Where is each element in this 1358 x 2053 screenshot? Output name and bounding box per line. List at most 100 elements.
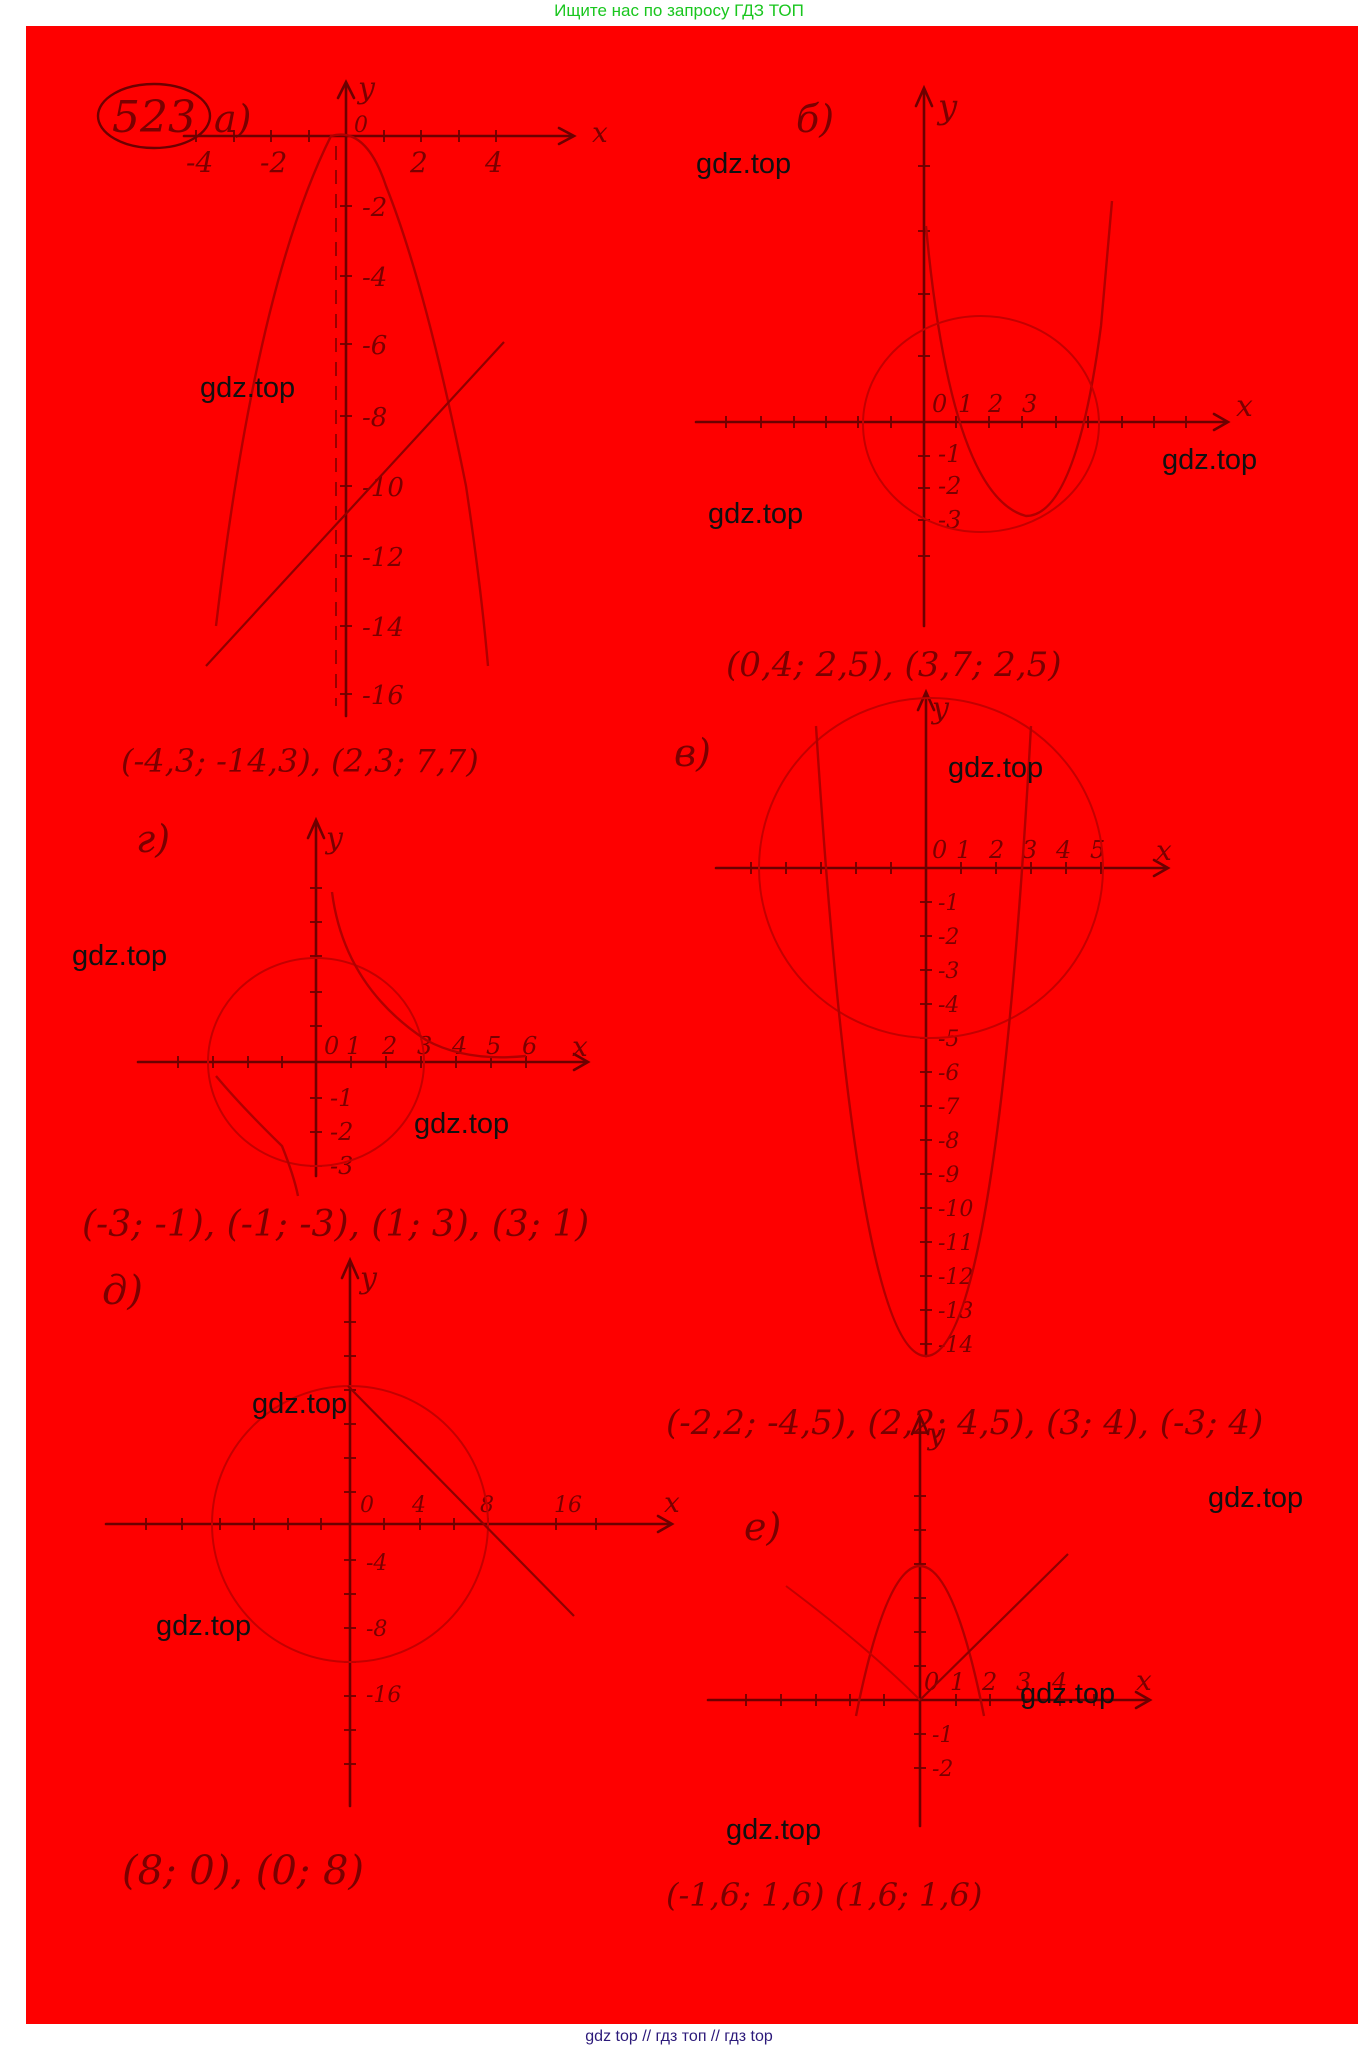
x-tick-b: 3 — [1022, 390, 1037, 418]
y-tick-v: -11 — [938, 1231, 973, 1256]
graphs-drawing: 523 а) x y 0 -4 -2 2 4 -2 -4 — [82, 71, 1263, 1914]
circle-b — [862, 315, 1100, 533]
y-tick-v: -2 — [938, 925, 959, 950]
problem-number-circle — [96, 82, 212, 150]
part-e-label: е) — [744, 1505, 781, 1549]
y-tick-d: -4 — [366, 1551, 387, 1576]
x-tick-e: 4 — [1051, 1668, 1067, 1696]
y-tick-v: -12 — [938, 1265, 973, 1290]
x-tick-v: 0 — [932, 836, 947, 864]
y-tick-b: -2 — [938, 472, 961, 500]
x-tick-g: 0 — [324, 1032, 339, 1060]
circle-v — [758, 697, 1104, 1039]
y-axis-arrow-v — [916, 688, 936, 712]
x-axis-arrow-g — [572, 1052, 591, 1072]
part-g-label: г) — [136, 817, 170, 861]
y-tick-v: -5 — [938, 1027, 959, 1052]
y-tick-a: -6 — [362, 331, 387, 361]
y-tick-a: -14 — [362, 613, 404, 643]
y-tick-e: -2 — [932, 1757, 953, 1782]
part-a-label: а) — [214, 97, 251, 141]
y-tick-a: -16 — [362, 681, 404, 711]
y-tick-a: -12 — [362, 543, 404, 573]
x-tick-e: 0 — [924, 1668, 939, 1696]
y-label-e: y — [926, 1417, 946, 1452]
watermark: gdz.top — [696, 148, 792, 180]
watermark: gdz.top — [156, 1610, 252, 1642]
y-tick-b: -1 — [938, 440, 961, 468]
graph-e: е) x y 0 1 2 3 4 -1 -2 (-1,6 — [666, 1412, 1153, 1914]
x-tick-d: 16 — [554, 1493, 582, 1518]
part-b-label: б) — [796, 97, 834, 141]
x-tick-b: 2 — [987, 390, 1003, 418]
y-tick-v: -4 — [938, 993, 959, 1018]
y-tick-v: -8 — [938, 1129, 959, 1154]
watermark: gdz.top — [948, 752, 1044, 784]
x-tick-d: 0 — [360, 1493, 374, 1518]
x-tick-e: 1 — [950, 1668, 965, 1696]
x-tick-v: 1 — [956, 836, 971, 864]
y-tick-d: -16 — [366, 1683, 401, 1708]
answer-g: (-3; -1), (-1; -3), (1; 3), (3; 1) — [82, 1204, 589, 1245]
x-axis-arrow-b — [1212, 412, 1231, 432]
circle-g — [207, 957, 425, 1167]
x-tick-v: 4 — [1055, 836, 1071, 864]
line-d — [347, 1385, 575, 1617]
graph-a: 523 а) x y 0 -4 -2 2 4 -2 -4 — [96, 71, 608, 780]
x-tick-b: 1 — [958, 390, 973, 418]
answer-v: (-2,2; -4,5), (2,2; 4,5), (3; 4), (-3; 4… — [666, 1403, 1263, 1443]
watermark: gdz.top — [72, 940, 168, 972]
y-tick-e: -1 — [932, 1723, 953, 1748]
watermark: gdz.top — [252, 1388, 348, 1420]
watermark: gdz.top — [1162, 444, 1258, 476]
y-tick-a: -2 — [362, 193, 387, 223]
watermark: gdz.top — [1020, 1678, 1116, 1710]
abs-right-e — [919, 1553, 1069, 1701]
y-axis-arrow-d — [340, 1256, 360, 1280]
graph-d: д) x y 0 4 8 16 -4 -8 -16 — [102, 1256, 680, 1894]
y-label-g: y — [324, 821, 344, 856]
x-axis-arrow-e — [1134, 1690, 1153, 1710]
parabola-b — [924, 200, 1114, 518]
answer-a: (-4,3; -14,3), (2,3; 7,7) — [121, 742, 479, 780]
x-label-e: x — [1136, 1664, 1152, 1697]
x-tick-g: 1 — [346, 1032, 361, 1060]
y-tick-v: -10 — [938, 1197, 973, 1222]
watermark: gdz.top — [1208, 1482, 1304, 1514]
y-tick-v: -7 — [938, 1095, 959, 1120]
line-a — [205, 341, 505, 667]
y-axis-arrow-a — [336, 79, 356, 100]
y-tick-v: -9 — [938, 1163, 959, 1188]
x-tick-g: 6 — [522, 1032, 537, 1060]
y-label-b: y — [936, 87, 958, 127]
y-tick-g: -3 — [330, 1152, 353, 1180]
x-label-v: x — [1156, 834, 1172, 867]
watermark: gdz.top — [200, 372, 296, 404]
part-d-label: д) — [102, 1268, 143, 1314]
handwritten-solution-sheet: 523 а) x y 0 -4 -2 2 4 -2 -4 — [26, 26, 1358, 2024]
y-tick-g: -2 — [330, 1118, 353, 1146]
x-label-d: x — [664, 1486, 680, 1519]
search-hint-banner: Ищите нас по запросу ГДЗ ТОП — [554, 1, 804, 20]
part-v-label: в) — [674, 731, 711, 775]
parabola-v — [814, 725, 1033, 1358]
x-tick-d: 4 — [411, 1493, 426, 1518]
hyperbola-g-1 — [330, 891, 527, 1059]
y-label-a: y — [356, 71, 376, 106]
x-tick-v: 2 — [988, 836, 1004, 864]
y-tick-v: -6 — [938, 1061, 959, 1086]
x-tick-a: -4 — [186, 146, 213, 179]
graph-b: б) x y 0 1 2 3 -1 -2 -3 — [694, 84, 1253, 685]
x-axis-arrow-d — [656, 1514, 675, 1534]
y-axis-arrow-e — [910, 1412, 930, 1436]
x-tick-a: -2 — [260, 146, 287, 179]
x-tick-g: 2 — [381, 1032, 397, 1060]
y-tick-a: -4 — [362, 263, 387, 293]
y-axis-arrow-b — [914, 84, 934, 108]
y-tick-g: -1 — [330, 1084, 353, 1112]
answer-e: (-1,6; 1,6) (1,6; 1,6) — [666, 1876, 982, 1914]
footer-links: gdz top // гдз топ // гдз top — [585, 2028, 773, 2045]
circle-d — [211, 1385, 489, 1663]
abs-left-e — [785, 1585, 921, 1701]
watermark: gdz.top — [414, 1108, 510, 1140]
